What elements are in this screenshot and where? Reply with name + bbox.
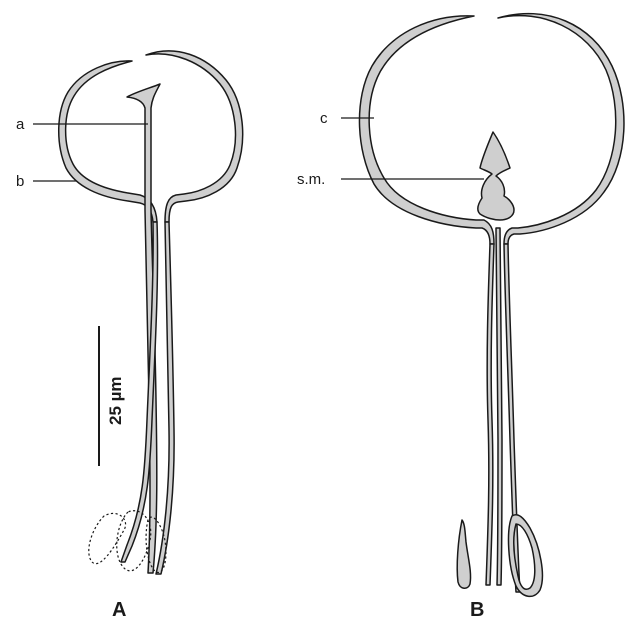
specimen-b-capsule-wall-right bbox=[498, 14, 624, 244]
specimen-b-sm-structure bbox=[478, 132, 514, 220]
specimen-b-capsule-wall-left bbox=[359, 16, 494, 244]
specimen-b-left-tube-outer bbox=[486, 244, 494, 585]
specimen-a-capsule-wall bbox=[59, 61, 157, 222]
label-a: a bbox=[16, 116, 25, 133]
specimen-a-dotted-appendage-left bbox=[89, 513, 126, 563]
specimen-b bbox=[359, 14, 624, 597]
specimen-b-right-hook bbox=[509, 515, 543, 597]
panel-label-b: B bbox=[470, 599, 484, 621]
scale-bar-text: 25 µm bbox=[106, 376, 125, 425]
specimen-a-right-tube bbox=[156, 222, 174, 574]
label-sm: s.m. bbox=[297, 171, 325, 188]
label-c: c bbox=[320, 110, 328, 127]
panel-label-a: A bbox=[112, 599, 126, 621]
specimen-b-inner-tube-1 bbox=[496, 228, 502, 585]
specimen-a bbox=[59, 51, 243, 574]
scale-bar: 25 µm bbox=[99, 326, 125, 466]
specimen-b-left-hook bbox=[457, 520, 470, 588]
label-b: b bbox=[16, 173, 24, 190]
specimen-a-capsule-wall-right bbox=[146, 51, 243, 222]
